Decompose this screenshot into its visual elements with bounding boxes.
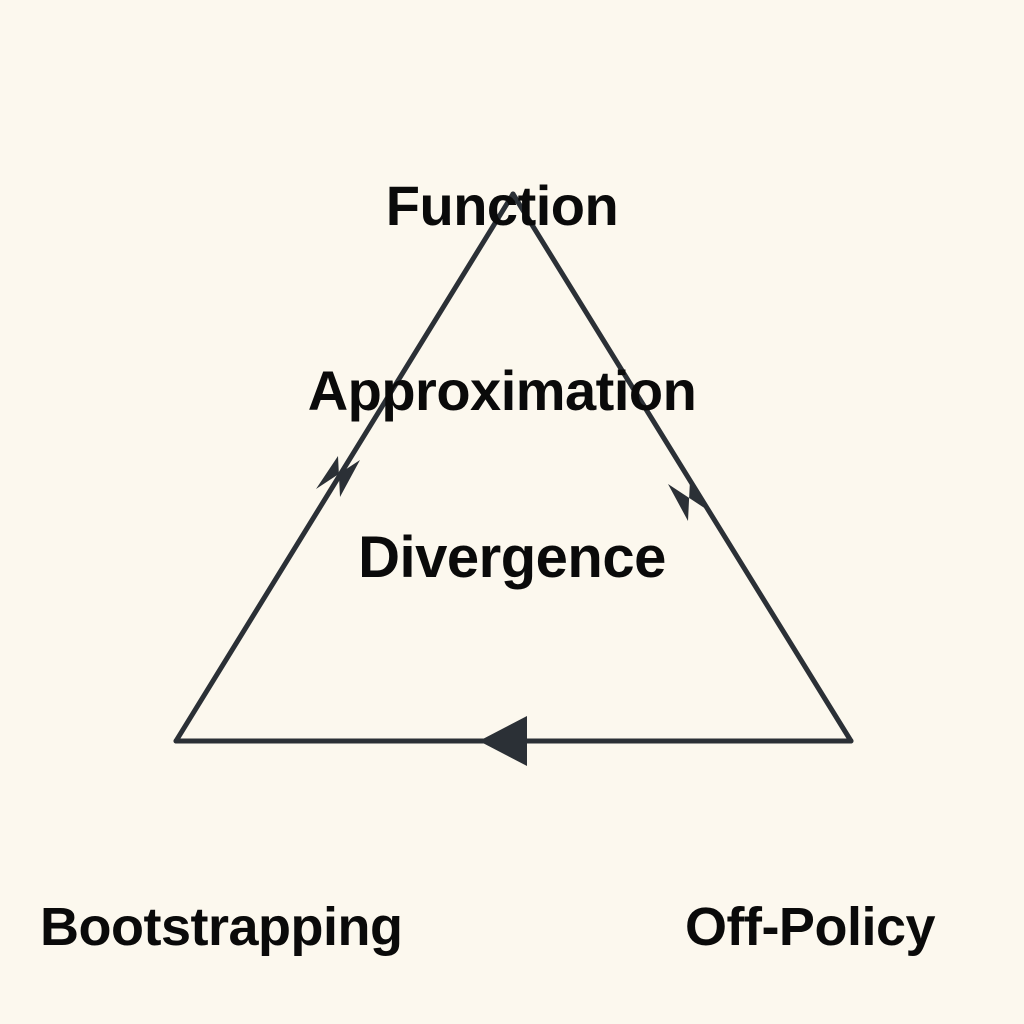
arrowhead-down-right-icon [668,480,712,521]
arrowhead-down-left-icon [316,456,360,497]
node-label-function-approximation-line-1: Function [385,174,619,238]
node-label-bootstrapping-line-1: Bootstrapping [40,896,403,957]
node-label-off-policy-learning: Off-Policy Learning [655,779,965,1024]
edge-function-approximation-to-off-policy-learning [510,191,854,744]
arrowhead-left-icon [479,716,527,766]
node-label-bootstrapping: Bootstrapping [40,779,460,1024]
edge-function-approximation-to-bootstrapping [173,191,516,744]
center-label-divergence: Divergence [358,525,666,590]
node-label-function-approximation-line-2: Approximation [307,358,697,422]
node-label-off-policy-learning-line-1: Off-Policy [684,896,936,957]
node-label-function-approximation: Function Approximation [152,52,852,545]
